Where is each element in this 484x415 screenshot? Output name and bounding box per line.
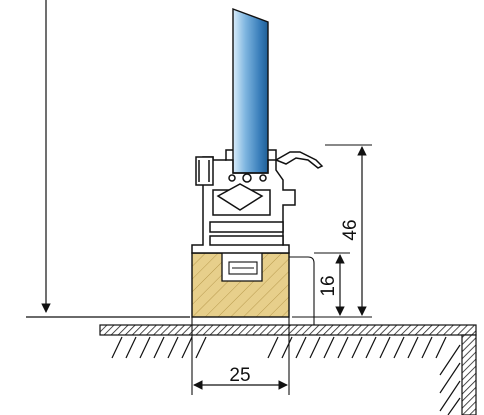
dimension-base-width: 25	[191, 317, 290, 395]
base-height-label: 16	[318, 275, 339, 296]
dimension-overall-height: 46	[292, 144, 372, 318]
overall-height-label: 46	[340, 219, 361, 240]
wood-base-block	[191, 252, 290, 318]
floor-slab	[99, 324, 477, 415]
base-width-label: 25	[229, 365, 250, 386]
glass-pane	[225, 7, 276, 174]
dimension-base-height: 16	[289, 252, 350, 325]
ground-hatch	[111, 336, 461, 415]
left-reference-line	[26, 0, 190, 318]
aluminium-profile	[191, 149, 324, 254]
